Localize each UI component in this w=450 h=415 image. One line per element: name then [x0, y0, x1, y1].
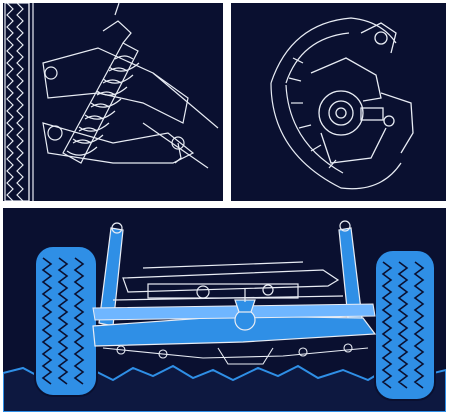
- strut-suspension-panel: [3, 3, 223, 201]
- control-arm: [42, 47, 219, 169]
- axle-beam: [92, 288, 377, 347]
- rear-axle-drawing: [3, 220, 446, 412]
- tire-tread: [4, 3, 34, 201]
- lower-links: [102, 343, 369, 365]
- right-wheel: [374, 249, 436, 401]
- wheel-hub-panel: [231, 3, 446, 201]
- hub-knuckle: [310, 22, 414, 164]
- subframe: [112, 261, 344, 301]
- left-wheel: [34, 245, 98, 397]
- rear-axle-panel: [3, 208, 446, 412]
- strut-suspension-drawing: [4, 3, 219, 201]
- brake-disc: [270, 17, 402, 190]
- wheel-hub-drawing: [270, 17, 414, 190]
- strut-assembly: [62, 3, 140, 164]
